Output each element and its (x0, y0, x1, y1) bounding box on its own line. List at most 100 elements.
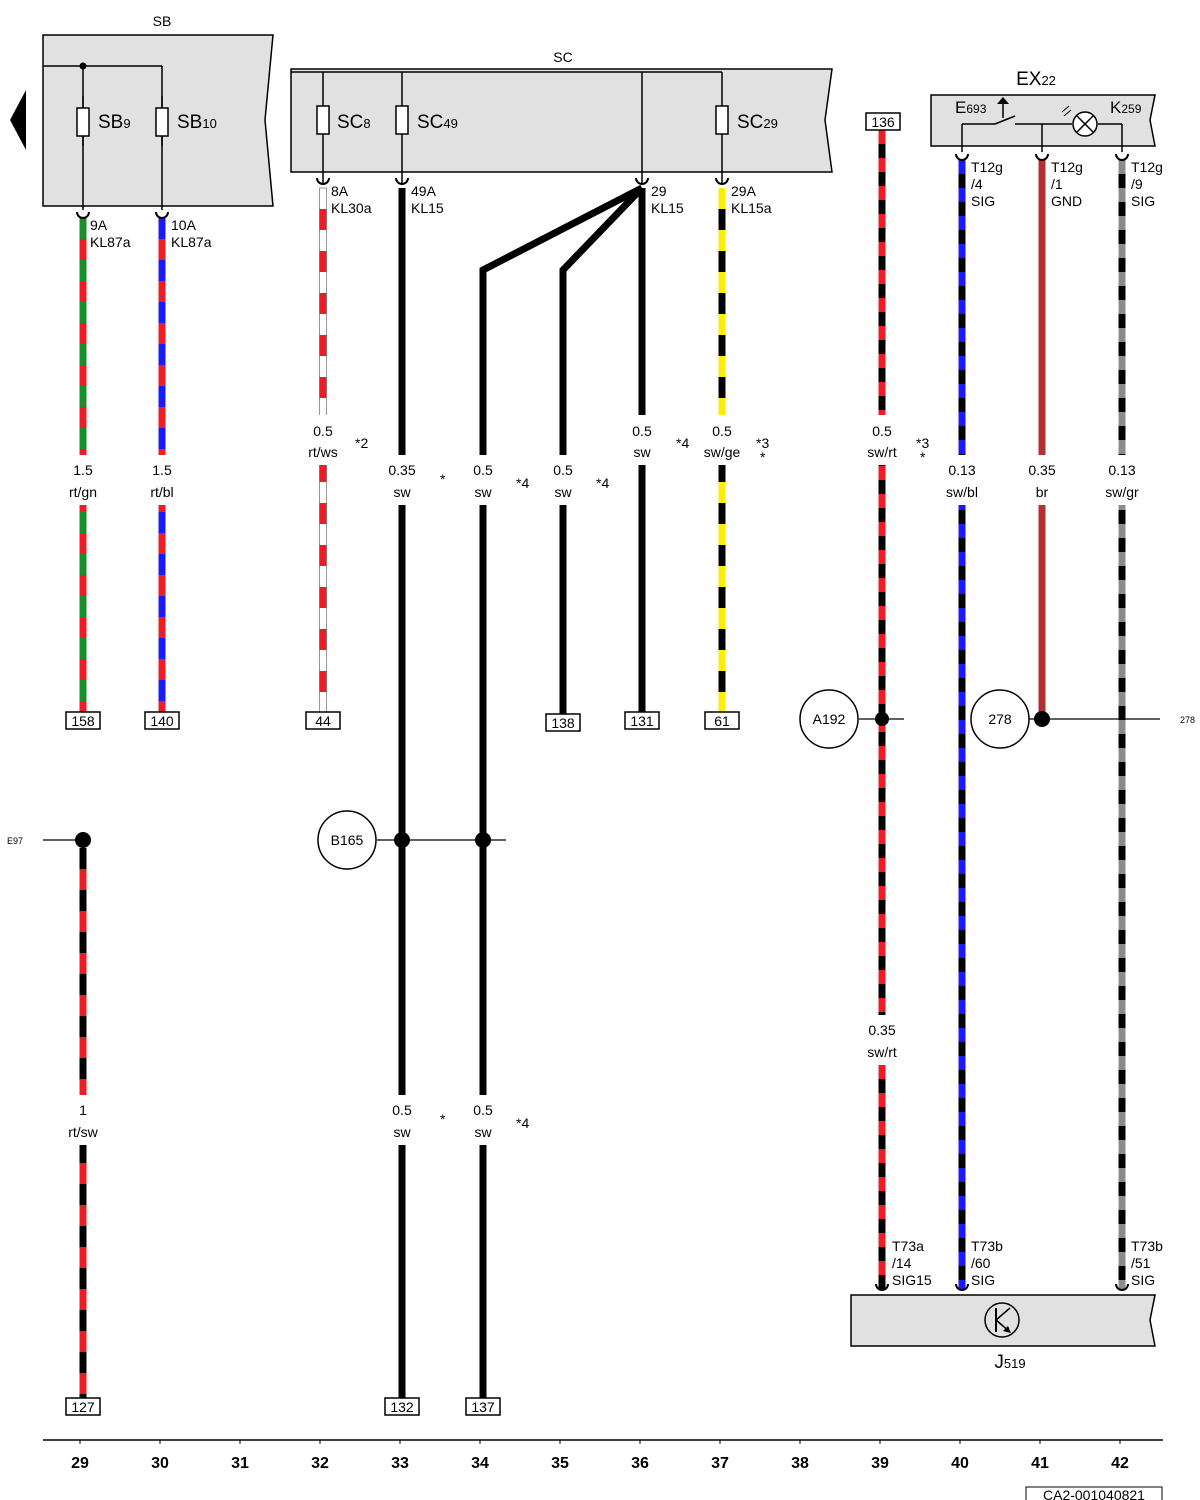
connector-arc (635, 177, 649, 185)
connector-arcs (76, 153, 1129, 1291)
ref-131: 131 (630, 713, 654, 729)
column-number: 33 (391, 1455, 409, 1472)
control-unit-icon (984, 1302, 1020, 1338)
connector-arc (875, 1283, 889, 1291)
ground-a192 (799, 689, 859, 749)
footnote: * (440, 471, 446, 487)
fuse-sc49 (395, 105, 409, 135)
footnote: *3 (916, 435, 929, 451)
column-number: 31 (231, 1455, 249, 1472)
ex22-switch-panel (930, 94, 1156, 147)
reference-numbers[interactable]: 158 140 44 138 131 61 136 127 132 137 (71, 114, 895, 1415)
column-number: 40 (951, 1455, 969, 1472)
side-ref-e97[interactable]: E97 (7, 836, 23, 846)
connector-arc (155, 211, 169, 219)
ref-138: 138 (551, 715, 575, 731)
wire-sw-35 (559, 185, 645, 714)
footnote-markers: *2 * *4 *4 *4 *3 * *3 * * *4 (355, 435, 929, 1131)
fuse-label-sb9: SB9 (98, 112, 131, 133)
ref-137: 137 (471, 1399, 495, 1415)
connector-arc (955, 153, 969, 161)
fuse-label-sc49: SC49 (417, 112, 458, 133)
wire-sw-34 (479, 184, 644, 1398)
column-number: 29 (71, 1455, 89, 1472)
connector-arc (955, 1283, 969, 1291)
footnote: *3 (756, 435, 769, 451)
connector-arc (76, 211, 90, 219)
footnote: *4 (676, 435, 689, 451)
ex22-internal-wiring (961, 115, 1123, 152)
svg-text:A192: A192 (813, 711, 846, 727)
footnote: *4 (596, 475, 609, 491)
sb-bus-junction (79, 62, 87, 70)
ref-132: 132 (390, 1399, 414, 1415)
ground-point-circles[interactable] (317, 689, 1030, 870)
column-number: 35 (551, 1455, 569, 1472)
ref-61: 61 (714, 713, 730, 729)
svg-text:B165: B165 (331, 832, 364, 848)
footnote: * (760, 449, 766, 465)
ref-127: 127 (71, 1399, 95, 1415)
ground-point-labels: A192 278 B165 (331, 711, 1012, 848)
sc-fuse-box (290, 68, 833, 173)
switch-label: E693 (955, 98, 987, 117)
wires (79, 130, 1126, 1398)
connector-arc (395, 177, 409, 185)
column-number: 32 (311, 1455, 329, 1472)
column-number: 41 (1031, 1455, 1049, 1472)
fuse-sc29 (715, 105, 729, 135)
previous-page-arrow[interactable] (10, 90, 26, 150)
fuse-symbols (76, 96, 729, 146)
fuse-label-sb10: SB10 (177, 112, 217, 133)
footnote: *4 (516, 1115, 529, 1131)
ref-44: 44 (315, 713, 331, 729)
side-ref-278[interactable]: 278 (1180, 715, 1195, 725)
connector-arc (1115, 153, 1129, 161)
ground-b165 (317, 810, 377, 870)
doc-id: CA2-001040821 (1043, 1487, 1145, 1500)
column-number: 30 (151, 1455, 169, 1472)
footnote: * (920, 449, 926, 465)
column-number: 38 (791, 1455, 809, 1472)
j519-label: J519 (994, 1352, 1025, 1373)
column-number: 39 (871, 1455, 889, 1472)
column-number: 42 (1111, 1455, 1129, 1472)
connector-arc (715, 177, 729, 185)
footnote: *4 (516, 475, 529, 491)
fuse-sb9 (76, 96, 90, 146)
connector-arc (316, 177, 330, 185)
ref-158: 158 (71, 713, 95, 729)
light-rays-icon (1061, 105, 1072, 117)
ground-278 (970, 689, 1030, 749)
sc-box-label: SC (553, 49, 572, 65)
lamp-label: K259 (1110, 98, 1142, 117)
j519-control-unit (850, 1294, 1156, 1347)
connector-arc (1115, 1283, 1129, 1291)
footnote: *2 (355, 435, 368, 451)
wire-label-gaps (60, 415, 1148, 1145)
svg-text:278: 278 (988, 711, 1012, 727)
